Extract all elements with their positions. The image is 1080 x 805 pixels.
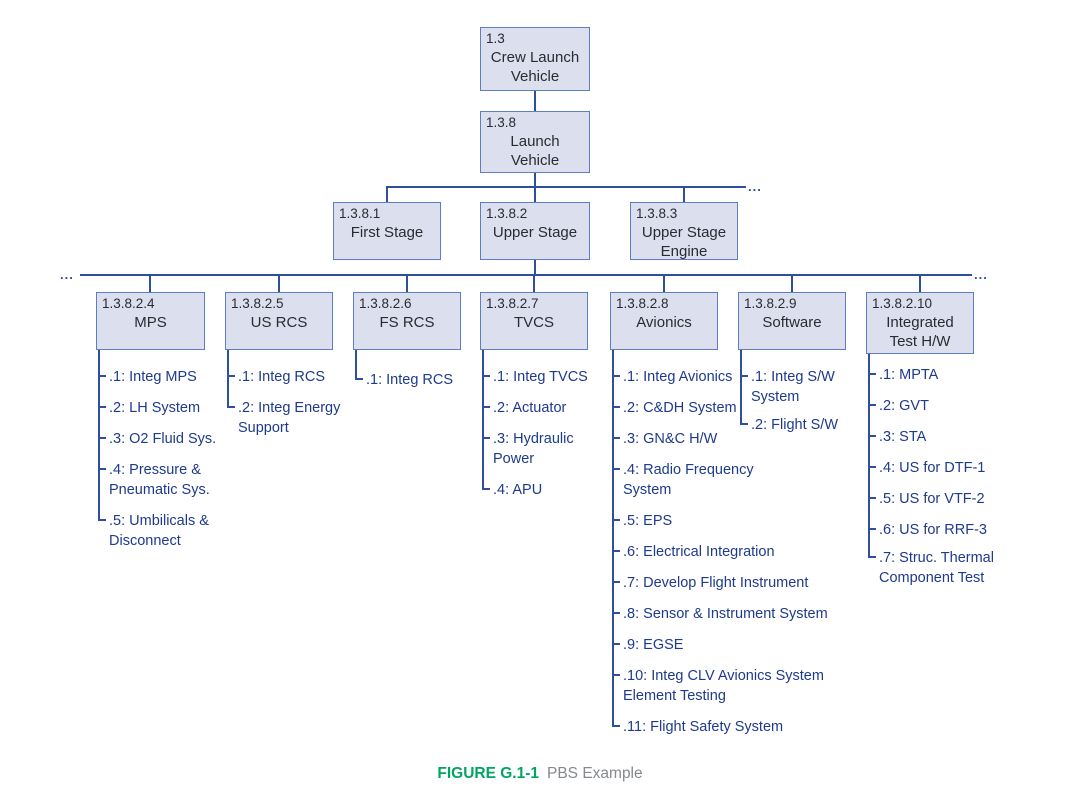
- pbs-item-software-1: .1: Integ S/W System: [740, 367, 860, 407]
- node-name: Upper Stage: [492, 224, 578, 241]
- pbs-item-integ-4: .4: US for DTF-1: [868, 458, 1033, 478]
- figure-title: PBS Example: [547, 765, 643, 782]
- node-id: 1.3.8.2.4: [102, 296, 155, 311]
- node-name: Upper Stage Engine: [641, 224, 727, 260]
- node-us-rcs: 1.3.8.2.5 US RCS: [225, 292, 333, 350]
- continuation-ellipsis-level4-left: ...: [60, 267, 74, 282]
- continuation-ellipsis-level3-right: ...: [748, 179, 762, 194]
- pbs-item-integ-1: .1: MPTA: [868, 365, 1033, 385]
- node-name: Launch Vehicle: [510, 133, 560, 169]
- node-id: 1.3.8: [486, 115, 517, 130]
- pbs-item-mps-1: .1: Integ MPS: [98, 367, 238, 387]
- pbs-item-avionics-2: .2: C&DH System: [612, 398, 872, 418]
- node-crew-launch-vehicle: 1.3 Crew Launch Vehicle: [480, 27, 590, 91]
- node-id: 1.3.8.2.7: [486, 296, 539, 311]
- pbs-item-mps-2: .2: LH System: [98, 398, 238, 418]
- node-id: 1.3.8.3: [636, 206, 678, 221]
- pbs-item-integ-5: .5: US for VTF-2: [868, 489, 1033, 509]
- pbs-item-avionics-9: .9: EGSE: [612, 635, 872, 655]
- node-mps: 1.3.8.2.4 MPS: [96, 292, 205, 350]
- node-name: First Stage: [350, 224, 424, 241]
- node-name: FS RCS: [379, 314, 435, 331]
- node-launch-vehicle: 1.3.8 Launch Vehicle: [480, 111, 590, 173]
- pbs-item-usrcs-1: .1: Integ RCS: [227, 367, 357, 387]
- node-software: 1.3.8.2.9 Software: [738, 292, 846, 350]
- pbs-item-fsrcs-1: .1: Integ RCS: [355, 370, 485, 390]
- pbs-item-mps-4: .4: Pressure & Pneumatic Sys.: [98, 460, 238, 500]
- node-name: MPS: [134, 314, 167, 331]
- pbs-item-avionics-4: .4: Radio Frequency System: [612, 460, 872, 500]
- node-id: 1.3.8.2.6: [359, 296, 412, 311]
- figure-label: FIGURE G.1-1: [437, 765, 539, 782]
- pbs-item-usrcs-2: .2: Integ Energy Support: [227, 398, 357, 438]
- node-first-stage: 1.3.8.1 First Stage: [333, 202, 441, 260]
- pbs-item-avionics-8: .8: Sensor & Instrument System: [612, 604, 872, 624]
- node-id: 1.3.8.2.8: [616, 296, 669, 311]
- continuation-ellipsis-level4-right: ...: [974, 267, 988, 282]
- pbs-item-integ-6: .6: US for RRF-3: [868, 520, 1033, 540]
- node-avionics: 1.3.8.2.8 Avionics: [610, 292, 718, 350]
- pbs-item-avionics-5: .5: EPS: [612, 511, 872, 531]
- node-name: Software: [762, 314, 822, 331]
- pbs-item-tvcs-1: .1: Integ TVCS: [482, 367, 612, 387]
- pbs-item-integ-3: .3: STA: [868, 427, 1033, 447]
- pbs-item-avionics-6: .6: Electrical Integration: [612, 542, 872, 562]
- pbs-item-integ-7: .7: Struc. Thermal Component Test: [868, 548, 1033, 588]
- node-id: 1.3.8.2.10: [872, 296, 933, 311]
- node-name: Integrated Test H/W: [886, 314, 954, 350]
- node-name: Avionics: [636, 314, 692, 331]
- node-name: TVCS: [513, 314, 554, 331]
- pbs-item-mps-3: .3: O2 Fluid Sys.: [98, 429, 238, 449]
- node-integrated-test-hw: 1.3.8.2.10 Integrated Test H/W: [866, 292, 974, 354]
- node-upper-stage: 1.3.8.2 Upper Stage: [480, 202, 590, 260]
- pbs-item-software-2: .2: Flight S/W: [740, 415, 860, 435]
- pbs-item-tvcs-3: .3: Hydraulic Power: [482, 429, 612, 469]
- pbs-item-mps-5: .5: Umbilicals & Disconnect: [98, 511, 238, 551]
- figure-caption: FIGURE G.1-1 PBS Example: [0, 765, 1080, 783]
- node-id: 1.3.8.2.9: [744, 296, 797, 311]
- pbs-item-avionics-7: .7: Develop Flight Instrument: [612, 573, 872, 593]
- node-id: 1.3.8.2: [486, 206, 528, 221]
- pbs-item-avionics-1: .1: Integ Avionics: [612, 367, 872, 387]
- node-tvcs: 1.3.8.2.7 TVCS: [480, 292, 588, 350]
- pbs-item-integ-2: .2: GVT: [868, 396, 1033, 416]
- pbs-item-tvcs-4: .4: APU: [482, 480, 612, 500]
- node-name: Crew Launch Vehicle: [490, 49, 580, 85]
- node-upper-stage-engine: 1.3.8.3 Upper Stage Engine: [630, 202, 738, 260]
- pbs-item-avionics-10: .10: Integ CLV Avionics System Element T…: [612, 666, 872, 706]
- pbs-item-avionics-11: .11: Flight Safety System: [612, 717, 872, 737]
- node-id: 1.3.8.1: [339, 206, 381, 221]
- node-fs-rcs: 1.3.8.2.6 FS RCS: [353, 292, 461, 350]
- pbs-item-tvcs-2: .2: Actuator: [482, 398, 612, 418]
- node-id: 1.3.8.2.5: [231, 296, 284, 311]
- node-id: 1.3: [486, 31, 505, 46]
- pbs-item-avionics-3: .3: GN&C H/W: [612, 429, 872, 449]
- node-name: US RCS: [250, 314, 308, 331]
